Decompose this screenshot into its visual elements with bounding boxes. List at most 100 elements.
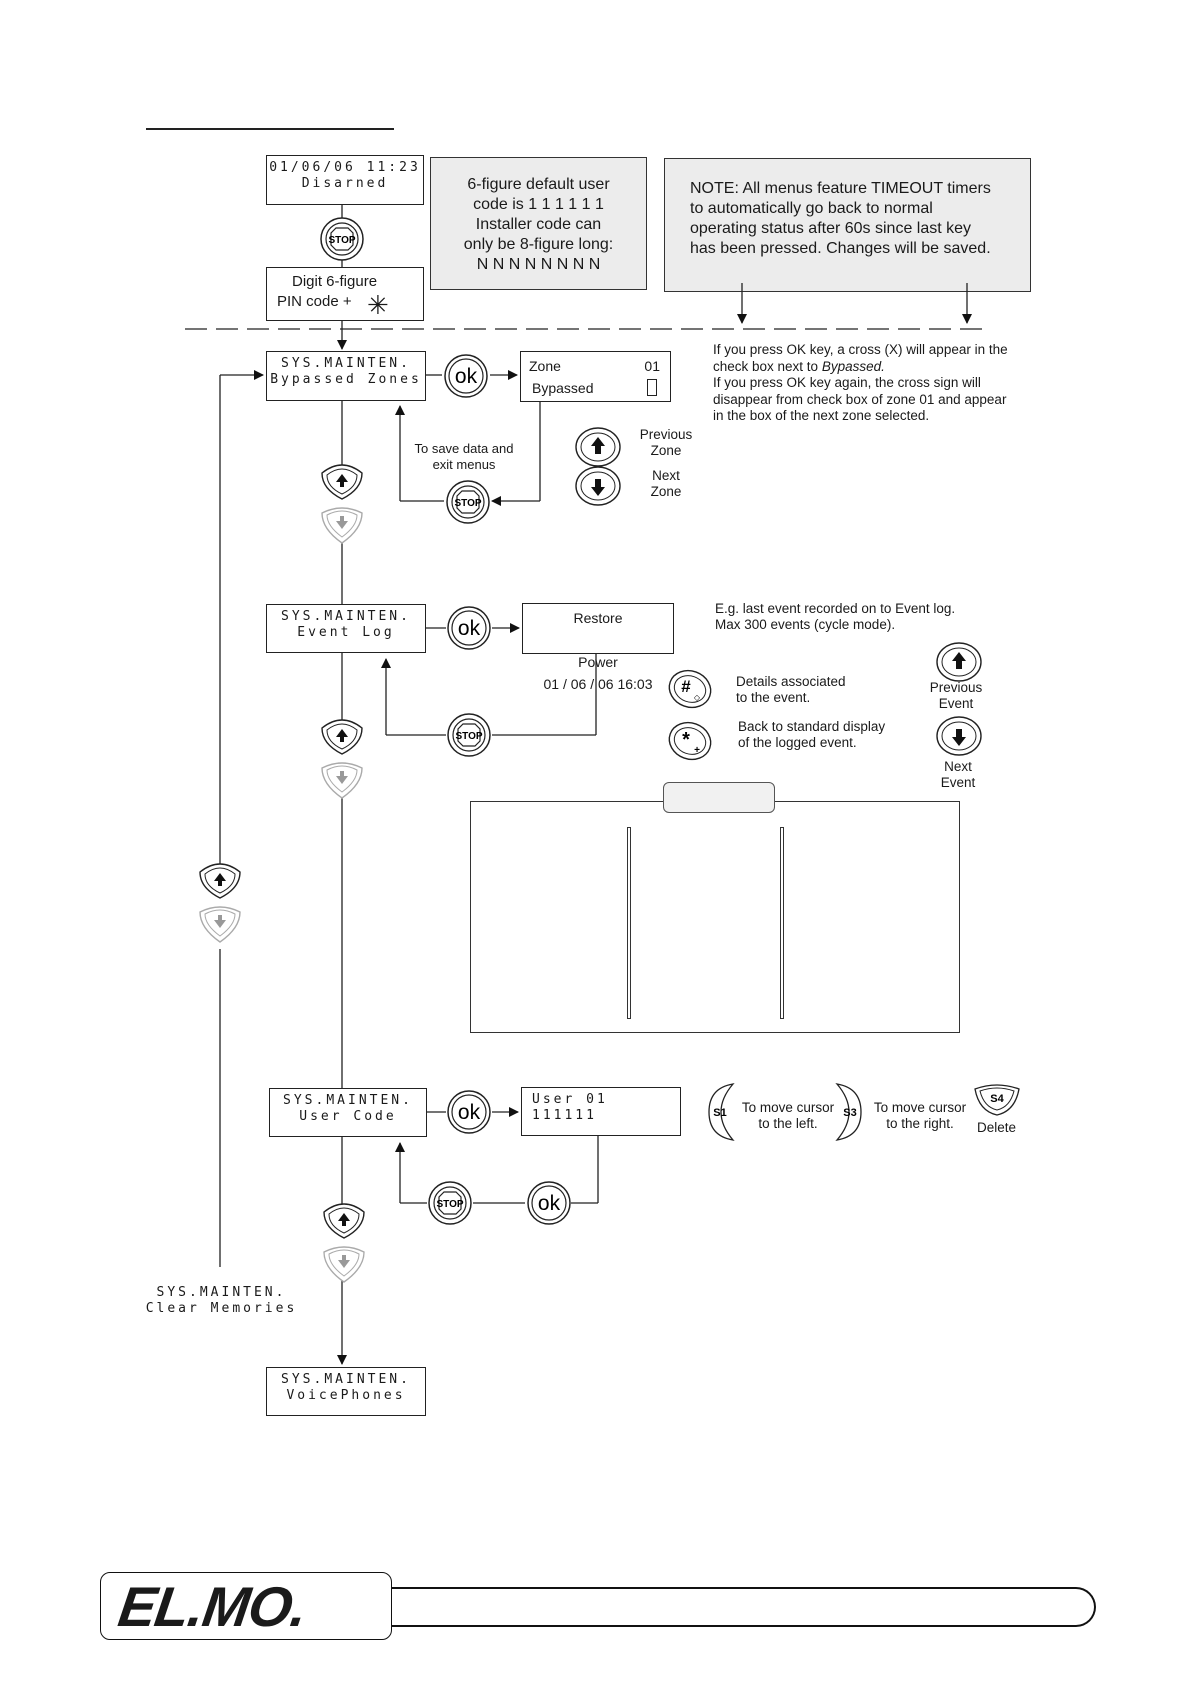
timeout-note: NOTE: All menus feature TIMEOUT timers t… (664, 158, 1031, 292)
footer-band (388, 1587, 1096, 1627)
ok-key-label: ok (458, 617, 481, 640)
label-line: Details associated (736, 674, 846, 689)
bypass-help-line: If you press OK key, a cross (X) will ap… (713, 342, 1008, 357)
hash-key-icon: # ◇ (668, 669, 712, 709)
brand-logo-text: EL.MO. (114, 1575, 311, 1638)
event-display-line1: Restore Power (523, 607, 673, 673)
previous-zone-label: Previous Zone (630, 427, 702, 459)
cursor-left-label: To move cursor to the left. (736, 1100, 840, 1132)
frame-divider (627, 827, 631, 1019)
event-display: Restore Power 01 / 06 / 06 16:03 (522, 603, 674, 692)
default-code-note: 6-figure default user code is 1 1 1 1 1 … (430, 157, 647, 290)
event-help-line: E.g. last event recorded on to Event log… (715, 601, 956, 616)
bypass-help-text: check box next to (713, 358, 819, 374)
clear-memories-label: SYS.MAINTEN. Clear Memories (144, 1285, 299, 1317)
stop-key-label: STOP (436, 1199, 463, 1210)
bypassed-zones-menu: SYS.MAINTEN. Bypassed Zones (266, 351, 426, 401)
zone-display: Zone 01 Bypassed (520, 351, 671, 402)
stop-key-label: STOP (454, 498, 481, 509)
s4-key-label: S4 (990, 1093, 1004, 1105)
stop-key-icon: STOP (428, 1181, 472, 1225)
up-down-keys-icon (323, 1203, 365, 1283)
ok-key-icon: ok (444, 354, 488, 398)
ok-key-label: ok (455, 365, 478, 388)
label-line: To move cursor (873, 1100, 967, 1115)
bypass-help-line: disappear from check box of zone 01 and … (713, 391, 1007, 407)
menu-line2: User Code (299, 1109, 397, 1124)
header-underline (146, 128, 394, 130)
start-display-line2: Disarned (301, 176, 389, 191)
save-exit-line: To save data and (414, 441, 514, 456)
menu-line1: SYS.MAINTEN. (283, 1093, 413, 1108)
event-help-line: Max 300 events (cycle mode). (715, 617, 896, 632)
note-line: to automatically go back to normal (690, 200, 933, 217)
label-line: Clear Memories (145, 1301, 298, 1316)
zone-status: Bypassed (532, 380, 594, 396)
hash-key-label: # (681, 677, 691, 696)
save-exit-line: exit menus (432, 457, 496, 472)
s3-key-label: S3 (843, 1107, 856, 1119)
diamond-icon: ◇ (694, 693, 701, 702)
label-line: Zone (650, 443, 682, 458)
ok-key-label: ok (458, 1101, 481, 1124)
event-log-menu: SYS.MAINTEN. Event Log (266, 604, 426, 653)
bypass-help-line: If you press OK key again, the cross sig… (713, 375, 981, 390)
label-line: To move cursor (741, 1100, 835, 1115)
next-event-label: Next Event (920, 759, 996, 791)
event-type: Restore (573, 610, 623, 626)
menu-line2: Event Log (297, 625, 395, 640)
ok-key-icon: ok (447, 1090, 491, 1134)
label-line: to the event. (736, 690, 811, 705)
arrow-up-key-icon (575, 427, 621, 467)
previous-event-label: Previous Event (918, 680, 994, 712)
label-line: Event (938, 696, 974, 711)
bypass-checkbox (647, 379, 657, 396)
bypass-help-line: check box next to Bypassed. (713, 359, 1008, 376)
menu-line1: SYS.MAINTEN. (281, 356, 411, 371)
event-source: Power (578, 654, 618, 670)
label-line: SYS.MAINTEN. (156, 1285, 287, 1300)
bypass-help-em: Bypassed. (821, 358, 885, 374)
star-key-icon: * + (668, 721, 712, 761)
bypass-help-line: in the box of the next zone selected. (713, 408, 930, 423)
up-down-keys-icon (199, 863, 241, 943)
label-line: Next (652, 468, 680, 483)
label-line: Previous (639, 427, 693, 442)
start-display-line1: 01/06/06 11:23 (269, 160, 421, 175)
note-line: 6-figure default user (467, 176, 610, 193)
event-details-tab (663, 782, 775, 813)
label-line: to the right. (886, 1116, 954, 1131)
note-line: only be 8-figure long: (463, 236, 614, 253)
stop-key-icon: STOP (320, 217, 364, 261)
label-line: Event (940, 775, 976, 790)
ok-key-icon: ok (447, 606, 491, 650)
note-line: code is 1 1 1 1 1 1 (473, 196, 604, 213)
user-display-line2: 111111 (532, 1108, 597, 1123)
back-label: Back to standard display of the logged e… (738, 719, 885, 751)
bypass-help: If you press OK key, a cross (X) will ap… (713, 342, 1008, 425)
stop-key-icon: STOP (446, 480, 490, 524)
brand-logo: EL.MO. (100, 1572, 392, 1640)
note-line: operating status after 60s since last ke… (690, 220, 972, 237)
star-key-label: * (682, 729, 690, 751)
cursor-right-label: To move cursor to the right. (868, 1100, 972, 1132)
zone-number: 01 (644, 358, 660, 374)
label-line: Next (944, 759, 972, 774)
note-line: has been pressed. Changes will be saved. (690, 240, 991, 257)
s1-key-label: S1 (713, 1107, 726, 1119)
event-help: E.g. last event recorded on to Event log… (715, 601, 955, 633)
details-label: Details associated to the event. (736, 674, 846, 706)
s4-key-icon: S4 (974, 1084, 1020, 1116)
voicephones-menu: SYS.MAINTEN. VoicePhones (266, 1367, 426, 1416)
event-date: 01 / 06 / 06 16:03 (543, 676, 653, 692)
stop-key-icon: STOP (447, 713, 491, 757)
delete-label: Delete (977, 1120, 1017, 1135)
stop-key-label: STOP (455, 731, 482, 742)
start-display: 01/06/06 11:23 Disarned (266, 155, 424, 205)
menu-line2: VoicePhones (286, 1388, 406, 1403)
label-line: Zone (650, 484, 682, 499)
s3-key-icon: S3 (835, 1083, 862, 1141)
note-line: N N N N N N N N (476, 256, 601, 273)
arrow-down-key-icon (575, 466, 621, 506)
